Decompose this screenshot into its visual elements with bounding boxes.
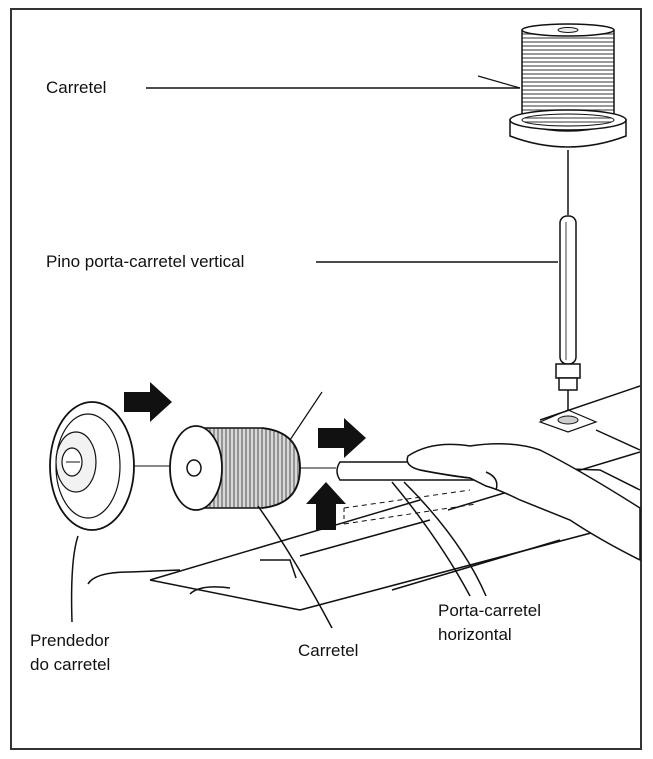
label-horizontal-holder-line2: horizontal <box>438 625 512 644</box>
spool-cap <box>49 401 182 531</box>
label-spool-bottom: Carretel <box>298 641 359 660</box>
label-horizontal-holder-line1: Porta-carretel <box>438 601 541 620</box>
hand <box>406 443 641 562</box>
label-vertical-spool-pin: Pino porta-carretel vertical <box>46 252 245 271</box>
arrow-up-icon <box>306 482 346 530</box>
leader-lines-bottom <box>70 481 487 629</box>
label-spool-cap-line1: Prendedor <box>30 631 110 650</box>
label-spool-top: Carretel <box>46 78 107 97</box>
top-spool <box>509 23 627 215</box>
label-spool-cap-line2: do carretel <box>30 655 111 674</box>
arrow-right-icon <box>318 418 366 458</box>
bottom-spool <box>169 391 323 511</box>
vertical-spool-pin <box>538 215 598 433</box>
arrow-right-icon <box>124 382 172 422</box>
